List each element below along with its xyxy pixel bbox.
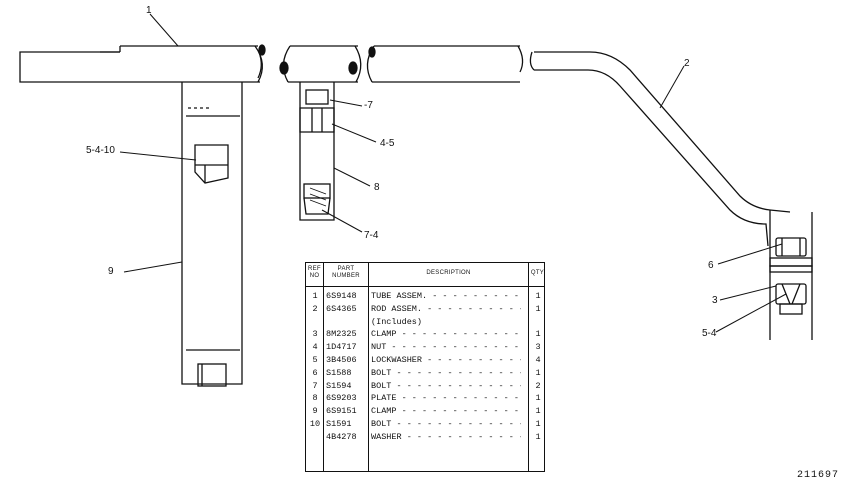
- row-part-number: 6S9203: [326, 393, 357, 404]
- row-description: NUT - - - - - - - - - - - - - - - - - - …: [371, 342, 521, 353]
- callout-2: 2: [684, 58, 690, 69]
- callout-5-4: 5-4: [702, 328, 717, 339]
- row-ref-no: 5: [312, 355, 318, 365]
- table-row: 6 S1588 BOLT - - - - - - - - - - - - - - -…: [306, 368, 544, 378]
- row-part-number: S1591: [326, 419, 352, 429]
- row-ref-no: 9: [312, 406, 318, 417]
- row-qty: 1: [535, 291, 541, 301]
- header-description: DESCRIPTION: [426, 270, 471, 276]
- row-part-number: 6S4365: [326, 303, 357, 314]
- table-row: 5 3B4506 LOCKWASHER - - - - - - - - - - - …: [306, 355, 544, 365]
- header-part-number: PART NUMBER: [332, 266, 360, 279]
- row-description: CLAMP - - - - - - - - - - - - - - - - - …: [371, 329, 521, 340]
- row-description: PLATE - - - - - - - - - - - - - - - - - …: [371, 393, 521, 404]
- row-ref-no: 7: [312, 380, 318, 391]
- row-description: BOLT - - - - - - - - - - - - - - - - - -…: [371, 419, 521, 429]
- row-part-number: S1594: [326, 380, 352, 391]
- table-row: 2 6S4365 ROD ASSEM. - - - - - - - - - - - …: [306, 304, 544, 314]
- row-qty: 1: [535, 431, 541, 442]
- row-ref-no: 4: [312, 342, 318, 353]
- row-qty: 2: [535, 380, 541, 391]
- table-row: 3 8M2325 CLAMP - - - - - - - - - - - - - -…: [306, 329, 544, 339]
- header-ref-no: REF NO: [308, 266, 321, 279]
- leader-lines: [119, 13, 787, 333]
- row-part-number: 8M2325: [326, 329, 357, 340]
- row-qty: 4: [535, 355, 541, 365]
- table-row: (Includes): [306, 317, 544, 327]
- callout-3: 3: [712, 295, 718, 306]
- row-description: LOCKWASHER - - - - - - - - - - - - - - -…: [371, 355, 521, 365]
- row-description: BOLT - - - - - - - - - - - - - - - - - -…: [371, 380, 521, 391]
- table-row: 8 6S9203 PLATE - - - - - - - - - - - - - -…: [306, 393, 544, 403]
- row-ref-no: 3: [312, 329, 318, 340]
- rod-assembly: [529, 51, 813, 340]
- figure-number: 211697: [797, 470, 840, 481]
- row-part-number: S1588: [326, 367, 352, 378]
- row-description: ROD ASSEM. - - - - - - - - - - - - - - -…: [371, 303, 521, 314]
- table-row: 9 6S9151 CLAMP - - - - - - - - - - - - - -…: [306, 406, 544, 416]
- row-description: CLAMP - - - - - - - - - - - - - - - - - …: [371, 406, 521, 417]
- row-part-number: 6S9148: [326, 291, 357, 301]
- callout-8: 8: [374, 182, 380, 193]
- header-qty: QTY: [530, 270, 545, 276]
- plate-center: [299, 82, 335, 221]
- callout-7: -7: [364, 100, 373, 111]
- tube-assembly: [19, 44, 524, 83]
- row-ref-no: 8: [312, 393, 318, 404]
- callout-4-5: 4-5: [380, 138, 395, 149]
- row-ref-no: 10: [309, 419, 321, 429]
- table-row: 1 6S9148 TUBE ASSEM. - - - - - - - - - - -…: [306, 291, 544, 301]
- clamp-left: [181, 82, 243, 387]
- callout-6: 6: [708, 260, 714, 271]
- table-row: 7 S1594 BOLT - - - - - - - - - - - - - - -…: [306, 381, 544, 391]
- row-qty: 1: [535, 406, 541, 417]
- row-description: BOLT - - - - - - - - - - - - - - - - - -…: [371, 367, 521, 378]
- table-row: 10 S1591 BOLT - - - - - - - - - - - - - - …: [306, 419, 544, 429]
- row-description: WASHER - - - - - - - - - - - - - - - - -…: [371, 431, 521, 442]
- table-row: 4B4278 WASHER - - - - - - - - - - - - - -…: [306, 432, 544, 442]
- parts-list-table: REF NO PART NUMBER DESCRIPTION QTY 1 6S91…: [305, 262, 545, 472]
- row-ref-no: 6: [312, 367, 318, 378]
- callout-9: 9: [108, 266, 114, 277]
- row-qty: 3: [535, 342, 541, 353]
- row-part-number: 4B4278: [326, 431, 357, 442]
- row-qty: 1: [535, 419, 541, 429]
- callouts: 1 2 5-4-10 -7 4-5 8 7-4 9 6 3 5-4: [86, 5, 718, 339]
- row-qty: 1: [535, 303, 541, 314]
- table-row: 4 1D4717 NUT - - - - - - - - - - - - - - -…: [306, 342, 544, 352]
- row-description: (Includes): [371, 316, 423, 327]
- row-ref-no: 2: [312, 303, 318, 314]
- row-ref-no: 1: [312, 291, 318, 301]
- row-qty: 1: [535, 367, 541, 378]
- row-description: TUBE ASSEM. - - - - - - - - - - - - - - …: [371, 291, 521, 301]
- callout-1: 1: [146, 5, 152, 16]
- callout-5-4-10: 5-4-10: [86, 145, 115, 156]
- row-part-number: 3B4506: [326, 355, 357, 365]
- row-qty: 1: [535, 329, 541, 340]
- row-part-number: 1D4717: [326, 342, 357, 353]
- callout-7-4: 7-4: [364, 230, 379, 241]
- row-qty: 1: [535, 393, 541, 404]
- row-part-number: 6S9151: [326, 406, 357, 417]
